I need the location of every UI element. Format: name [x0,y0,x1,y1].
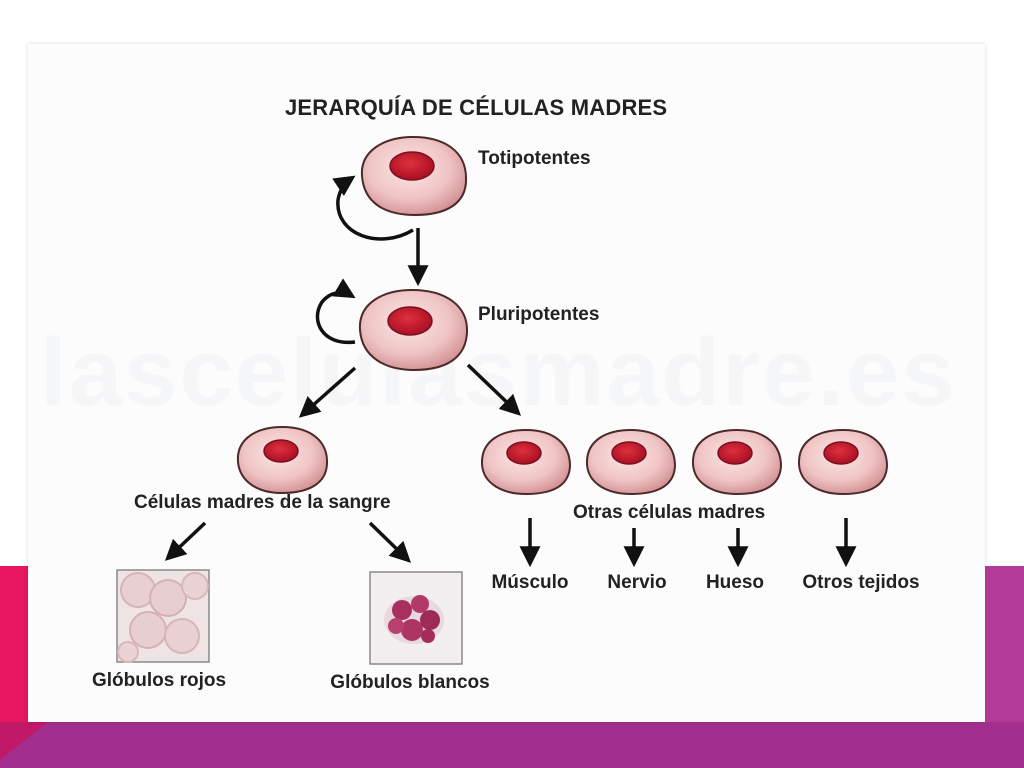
arrow-to-white-cells [368,521,412,563]
totipotent-nucleus [389,151,435,181]
label-bone: Hueso [705,572,765,593]
blood-stem-nucleus [263,439,299,463]
other-stem-nucleus-3 [717,441,753,465]
label-other-tissues: Otros tejidos [802,572,920,593]
totipotent-cell [360,135,468,217]
label-white-cells: Glóbulos blancos [330,672,490,693]
totipotent-self-renewal-arrow [332,175,414,241]
label-pluripotent: Pluripotentes [478,304,600,325]
other-stem-cell-3 [691,428,783,496]
bottom-left-accent [0,722,48,760]
other-stem-nucleus-2 [611,441,647,465]
pluripotent-nucleus [387,306,433,336]
other-stem-nucleus-1 [506,441,542,465]
arrow-to-other-stem [466,363,522,416]
label-muscle: Músculo [491,572,569,593]
arrow-to-blood-stem [298,366,357,418]
other-stem-cell-4 [797,428,889,496]
diagram-title: JERARQUÍA DE CÉLULAS MADRES [285,95,668,120]
red-cells-micrograph [116,569,210,663]
label-other-stem: Otras células madres [573,502,766,523]
arrow-to-red-cells [164,521,207,561]
label-blood-stem: Células madres de la sangre [134,492,391,513]
pluripotent-cell [358,288,469,372]
white-cell-micrograph [369,571,463,665]
label-totipotent: Totipotentes [478,148,591,169]
blood-stem-cell [236,425,329,495]
label-red-cells: Glóbulos rojos [91,670,227,691]
other-stem-cell-2 [585,428,677,496]
other-stem-nucleus-4 [823,441,859,465]
pluripotent-self-renewal-arrow [315,278,356,345]
watermark-text: lascelulasmadre.es [40,319,957,426]
bottom-purple-band [0,722,1024,768]
label-nerve: Nervio [607,572,667,593]
other-stem-cell-1 [480,428,572,496]
